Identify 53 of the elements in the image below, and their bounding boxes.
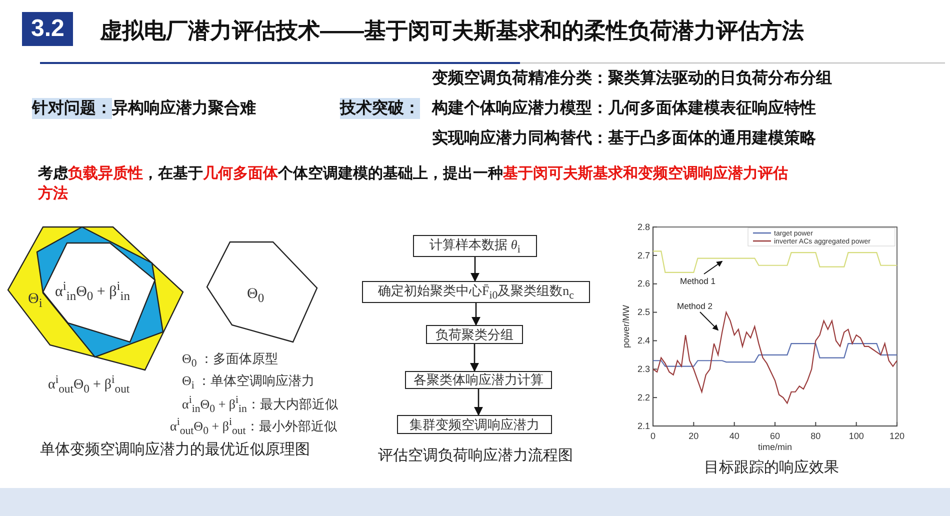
hexagon-shape <box>207 242 318 343</box>
shape-label: Θ$_{0}$ <box>247 286 264 306</box>
x-tick-label: 0 <box>650 430 656 441</box>
legend-note: α$^{i}$$_{in}$Θ$_{0}$ + β$^{i}$$_{in}$：最大内部近似 <box>182 394 338 415</box>
y-tick-label: 2.6 <box>637 278 650 289</box>
x-tick-label: 40 <box>729 430 740 441</box>
legend-note: Θ$_{i}$ ：单体空调响应潜力 <box>182 372 315 392</box>
process-text: 确定初始聚类中心F̄$_{i0}$及聚类组数n$_{c}$ <box>378 282 574 302</box>
problem-tag: 针对问题： <box>32 98 112 119</box>
process-box <box>413 235 537 257</box>
breakthrough-item: 实现响应潜力同构替代：基于凸多面体的通用建模策略 <box>432 128 816 149</box>
annotation-text: Method 2 <box>677 301 712 311</box>
y-tick-label: 2.7 <box>637 250 650 260</box>
slide-title: 虚拟电厂潜力评估技术——基于闵可夫斯基求和的柔性负荷潜力评估方法 <box>100 17 804 45</box>
annotation-text: Method 1 <box>680 276 716 286</box>
legend-note: α$^{i}$$_{out}$Θ$_{0}$ + β$^{i}$$_{out}$：最小外部近似 <box>170 416 337 437</box>
arrow <box>471 303 481 326</box>
figure-caption: 评估空调负荷响应潜力流程图 <box>378 446 573 465</box>
x-tick-label: 120 <box>889 430 905 441</box>
summary-sentence: 考虑负载异质性，在基于几何多面体个体空调建模的基础上，提出一种基于闵可夫斯基求和变频空调响应潜力评估方法 <box>38 164 789 204</box>
section-number: 3.2 <box>22 12 74 46</box>
x-tick-label: 60 <box>770 430 780 441</box>
y-tick-label: 2.2 <box>637 392 650 402</box>
arrow <box>474 389 484 416</box>
breakthrough-item: 变频空调负荷精准分类：聚类算法驱动的日负荷分布分组 <box>432 68 832 89</box>
problem-text: 异构响应潜力聚合难 <box>112 98 256 119</box>
y-tick-label: 2.4 <box>637 336 650 346</box>
y-tick-label: 2.3 <box>637 364 650 374</box>
x-tick-label: 20 <box>688 430 699 441</box>
process-box <box>362 281 590 303</box>
process-text: 各聚类体响应潜力计算 <box>414 371 544 389</box>
y-tick-label: 2.8 <box>637 222 650 232</box>
x-tick-label: 100 <box>848 430 864 441</box>
x-tick-label: 80 <box>810 430 821 441</box>
y-tick-label: 2.5 <box>637 307 650 318</box>
hexagon-shape <box>43 243 156 343</box>
process-box <box>397 415 552 434</box>
shape-label: Θ$_{i}$ <box>28 291 42 311</box>
axis-title: power/MW <box>621 305 631 348</box>
figure-caption: 单体变频空调响应潜力的最优近似原理图 <box>40 440 310 459</box>
process-text: 计算样本数据 θ$_{i}$ <box>430 236 520 256</box>
arrow <box>470 344 480 372</box>
polygon-shape <box>8 227 184 371</box>
process-box <box>426 325 523 344</box>
figure-caption: 目标跟踪的响应效果 <box>704 458 839 477</box>
y-tick-label: 2.1 <box>637 420 650 431</box>
breakthrough-item: 构建个体响应潜力模型：几何多面体建模表征响应特性 <box>432 98 816 119</box>
process-text: 负荷聚类分组 <box>436 326 514 344</box>
legend-note: Θ$_{0}$ ：多面体原型 <box>182 350 278 370</box>
arrow <box>470 257 480 282</box>
axis-title: time/min <box>758 442 792 452</box>
breakthrough-tag: 技术突破： <box>340 98 420 119</box>
process-text: 集群变频空调响应潜力 <box>410 416 540 434</box>
